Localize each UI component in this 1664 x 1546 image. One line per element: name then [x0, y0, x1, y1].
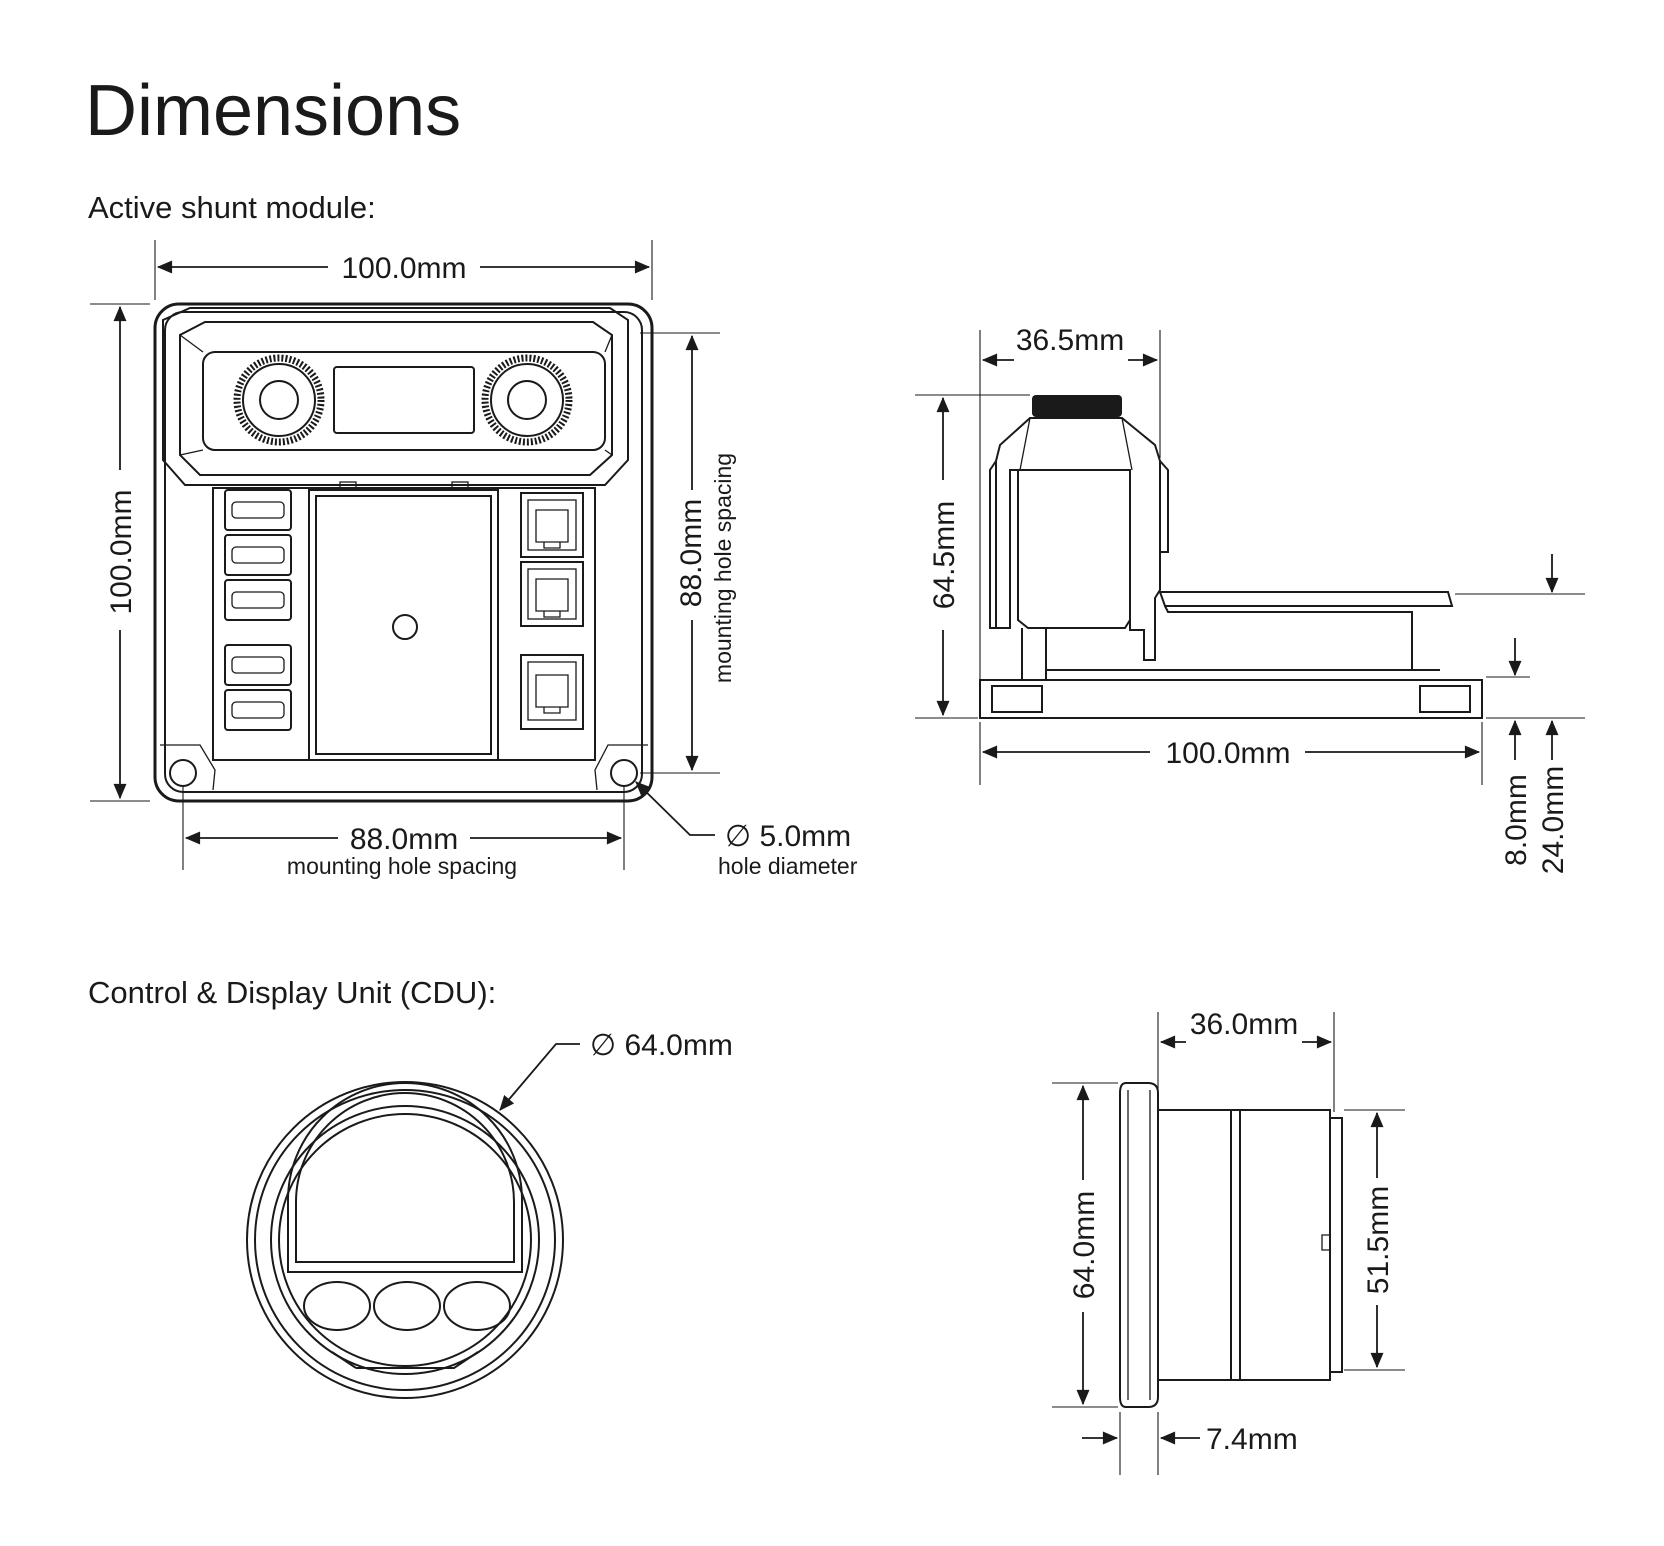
mount-v-label: 88.0mm [675, 499, 708, 607]
base-height-label: 8.0mm [1500, 774, 1533, 866]
side-knob-width-label: 36.5mm [1016, 324, 1124, 357]
hole-dia-note: hole diameter [718, 853, 858, 879]
mount-h-note: mounting hole spacing [287, 853, 517, 879]
cdu-side-view [1119, 1082, 1343, 1408]
cdu-button-middle [373, 1281, 441, 1331]
shunt-side-view [979, 395, 1483, 719]
mount-hole-right [610, 759, 638, 787]
page-title: Dimensions [85, 71, 461, 151]
display-window [333, 366, 475, 434]
knob-cap-icon [1032, 395, 1122, 417]
rj45-ports [520, 492, 584, 730]
left-knob-icon [233, 354, 325, 446]
cdu-side-dims: 36.0mm 64.0mm 51.5mm 7.4mm [1052, 1008, 1405, 1475]
side-height-label: 64.5mm [928, 501, 961, 609]
cdu-bezel-dia-label: 64.0mm [1068, 1191, 1101, 1299]
cdu-front-dims: ∅ 64.0mm [499, 1029, 733, 1111]
shunt-front-dims: 100.0mm 100.0mm 88.0mm mounting hole spa… [90, 240, 858, 879]
platform-height-label: 24.0mm [1537, 766, 1570, 874]
right-knob-icon [481, 354, 573, 446]
cdu-bezel-thick-label: 7.4mm [1206, 1423, 1298, 1456]
hole-dia-label: ∅ 5.0mm [725, 820, 851, 853]
mount-hole-left [169, 759, 197, 787]
front-height-label: 100.0mm [105, 489, 138, 614]
front-width-label: 100.0mm [341, 252, 466, 285]
shunt-front-view [153, 302, 654, 803]
cdu-depth-label: 36.0mm [1190, 1008, 1298, 1041]
cdu-diameter-label: ∅ 64.0mm [590, 1029, 733, 1062]
cdu-button-right [443, 1281, 511, 1331]
shunt-section-label: Active shunt module: [88, 190, 376, 225]
mount-v-note: mounting hole spacing [710, 453, 736, 683]
cdu-body-dia-label: 51.5mm [1362, 1186, 1395, 1294]
left-connectors [224, 489, 292, 731]
side-length-label: 100.0mm [1165, 737, 1290, 770]
shunt-side-dims: 36.5mm 64.5mm 100.0mm 8.0mm 24.0mm [915, 324, 1585, 874]
mount-h-label: 88.0mm [350, 823, 458, 856]
cdu-button-left [303, 1281, 371, 1331]
cdu-section-label: Control & Display Unit (CDU): [88, 975, 496, 1010]
cdu-front-view [246, 1081, 564, 1399]
